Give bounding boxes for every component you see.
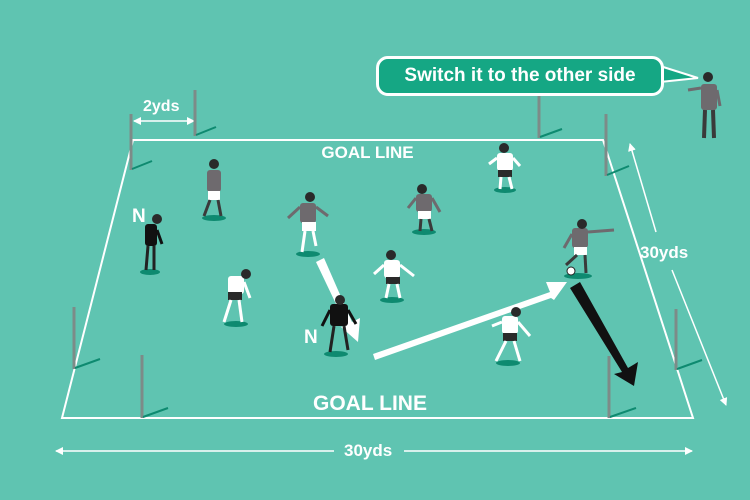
coach-figure (687, 72, 722, 139)
neutral-label: N (132, 206, 146, 227)
length-dimension-line (628, 143, 657, 233)
goal-post (607, 356, 637, 418)
goal-gap-label: 2yds (143, 98, 180, 115)
goal-line-label-top: GOAL LINE (321, 143, 414, 162)
goal-post (537, 88, 563, 138)
neutral-label: N (304, 327, 318, 348)
coach-speech-text: Switch it to the other side (404, 65, 636, 86)
players (140, 72, 722, 366)
goal-post (193, 90, 217, 136)
speech-bubble-tail (659, 64, 699, 84)
neutral-player (140, 214, 164, 275)
dark-team-player (202, 159, 226, 221)
goal-post (140, 355, 169, 418)
white-team-player (222, 269, 252, 327)
goal-post (129, 114, 153, 170)
white-team-player (372, 250, 415, 303)
white-team-player (491, 307, 532, 366)
neutral-player (320, 295, 358, 357)
dark-team-player (406, 184, 442, 235)
pitch-boundary (60, 139, 695, 419)
dark-team-player (286, 192, 329, 257)
pass-arrow-long (373, 282, 567, 360)
dark-team-player (562, 219, 615, 279)
pitch-length-label: 30yds (640, 243, 689, 262)
goal-line-label-bottom: GOAL LINE (313, 392, 427, 415)
length-dimension-line-lower (671, 269, 728, 406)
goal-post (604, 114, 630, 176)
goal-posts (72, 88, 703, 418)
coach-speech-bubble: Switch it to the other side (376, 56, 664, 96)
white-team-player (488, 143, 522, 193)
goal-post (72, 307, 101, 369)
goal-post (674, 309, 703, 370)
pitch-width-label: 30yds (340, 441, 397, 461)
run-arrow (570, 282, 638, 386)
